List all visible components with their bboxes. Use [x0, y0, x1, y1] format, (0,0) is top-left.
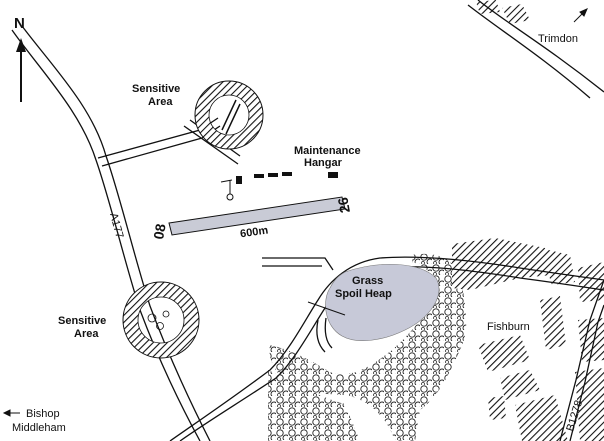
airfield-buildings: [236, 172, 338, 184]
grass-spoil-heap: [325, 264, 440, 341]
runway-designation-26: 26: [334, 196, 352, 214]
north-arrow-icon: [16, 38, 26, 102]
label-sensitive-area-bottom-2: Area: [74, 328, 99, 340]
sensitive-area-bottom: [122, 281, 200, 359]
label-bishop: Bishop: [26, 408, 60, 420]
label-sensitive-area-top-2: Area: [148, 96, 173, 108]
label-sensitive-area-bottom-1: Sensitive: [58, 315, 106, 327]
spoil-heap-pointer: [307, 301, 346, 316]
label-spoil-heap: Spoil Heap: [335, 288, 392, 300]
label-middleham: Middleham: [12, 422, 66, 434]
runway-designation-08: 08: [150, 222, 168, 240]
trimdon-arrow-icon: [573, 8, 588, 23]
woodland: [268, 253, 467, 441]
runway: [168, 196, 346, 236]
north-label: N: [14, 15, 25, 32]
bishop-arrow-icon: [2, 409, 20, 417]
runway-length-label: 600m: [239, 224, 269, 240]
label-trimdon: Trimdon: [538, 33, 578, 45]
windsock-icon: [220, 179, 234, 201]
fishburn-buildings: [452, 0, 604, 441]
label-hangar: Hangar: [304, 157, 343, 169]
label-maintenance: Maintenance: [294, 145, 361, 157]
sensitive-area-top: [194, 80, 264, 150]
road-label-a177: A177: [107, 212, 125, 240]
label-grass: Grass: [352, 275, 383, 287]
label-sensitive-area-top-1: Sensitive: [132, 83, 180, 95]
label-fishburn: Fishburn: [487, 321, 530, 333]
